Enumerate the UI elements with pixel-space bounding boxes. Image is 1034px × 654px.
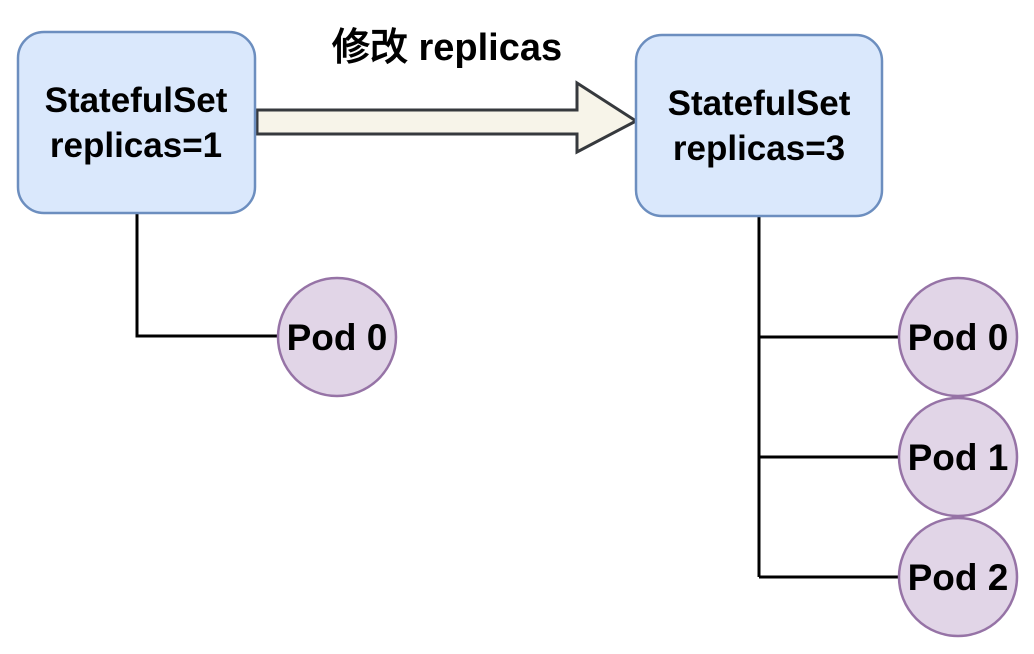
left-statefulset-label-line1: StatefulSet	[45, 81, 228, 120]
left-statefulset-box	[16, 30, 257, 215]
connector-left-statefulset-to-pod0	[135, 213, 278, 338]
right-pod0-circle	[897, 276, 1019, 398]
left-pod0-circle	[276, 276, 398, 398]
right-pod2-circle	[897, 516, 1019, 638]
left-pod0-label: Pod 0	[287, 317, 388, 358]
right-pod1-label: Pod 1	[908, 437, 1009, 478]
arrow-label: 修改 replicas	[332, 27, 562, 69]
right-pod0-label: Pod 0	[908, 317, 1009, 358]
right-statefulset-label-line1: StatefulSet	[668, 84, 851, 123]
right-pod2-label: Pod 2	[908, 557, 1009, 598]
right-pod1-circle	[897, 396, 1019, 518]
right-statefulset-box	[634, 33, 884, 218]
scale-arrow	[255, 80, 639, 155]
right-statefulset-label-line2: replicas=3	[673, 129, 845, 168]
left-statefulset-label-line2: replicas=1	[50, 126, 222, 165]
